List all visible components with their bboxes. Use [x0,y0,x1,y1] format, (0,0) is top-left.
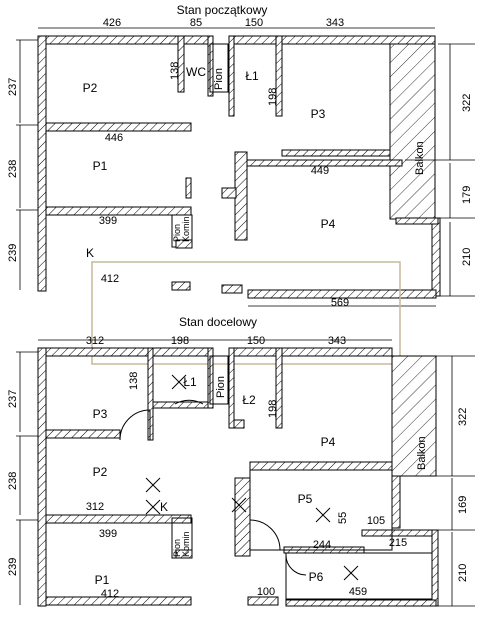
target-dim-239: 239 [7,558,19,576]
target-dim-237: 237 [7,390,19,408]
current-dim-238: 238 [7,160,19,178]
current-dim-237: 237 [7,78,19,96]
target-dim-312: 312 [86,501,104,513]
target-dim-412: 412 [101,588,119,600]
target-dim-138: 138 [128,372,140,390]
current-dim-322: 322 [461,94,473,112]
target-title: Stan docelowy [179,315,257,329]
target-room-p5: P5 [298,492,313,506]
current-room-k: K [86,246,94,260]
current-dim-85: 85 [190,17,202,29]
current-room-wc: WC [186,65,206,79]
current-room-p4: P4 [321,217,336,231]
target-dim-198: 198 [267,400,279,418]
current-dim-446: 446 [105,132,123,144]
target-room-p6: P6 [309,570,324,584]
target-dim-459: 459 [349,586,367,598]
current-room-p1: P1 [93,159,108,173]
target-room-p3: P3 [93,407,108,421]
target-dim-312-top: 312 [86,335,104,347]
target-dim-198-top: 198 [171,335,189,347]
target-dim-399: 399 [99,528,117,540]
current-dim-198: 198 [267,88,279,106]
current-room-l1: Ł1 [245,69,259,83]
current-dim-569: 569 [331,297,349,309]
current-dim-449: 449 [311,165,329,177]
target-dim-215: 215 [389,537,407,549]
current-dim-426: 426 [103,17,121,29]
target-dim-150: 150 [247,335,265,347]
current-dim-239: 239 [7,244,19,262]
current-room-balkon: Balkon [414,141,426,175]
target-dim-55: 55 [337,512,349,524]
current-room-pion-komin: PionKomin [172,216,191,242]
current-dim-179: 179 [461,186,473,204]
current-dim-343: 343 [326,17,344,29]
target-room-l2: Ł2 [242,393,256,407]
current-room-p3: P3 [311,107,326,121]
target-dim-322: 322 [457,408,469,426]
target-dim-238: 238 [7,472,19,490]
target-dim-210: 210 [457,564,469,582]
target-room-k: K [160,500,168,514]
current-dim-399: 399 [99,215,117,227]
target-room-pion: Pion [215,376,227,398]
target-dim-343: 343 [328,335,346,347]
current-dim-412: 412 [101,273,119,285]
target-dim-100: 100 [257,586,275,598]
current-room-p2: P2 [83,81,98,95]
current-dim-138: 138 [169,62,181,80]
current-room-pion: Pion [213,68,225,90]
selection-frame [91,261,401,365]
current-dim-150: 150 [245,17,263,29]
target-room-balkon: Balkon [416,436,428,470]
target-room-l1: Ł1 [183,375,197,389]
target-plan: Stan docelowy [7,315,475,607]
target-dim-105: 105 [367,515,385,527]
current-dim-210: 210 [461,248,473,266]
target-room-p1: P1 [95,573,110,587]
target-dim-169: 169 [457,496,469,514]
target-room-pion-komin: PionKomin [172,531,191,557]
target-room-p4: P4 [321,435,336,449]
target-dim-244: 244 [313,539,331,551]
target-room-p2: P2 [93,465,108,479]
current-title: Stan początkowy [177,3,268,17]
current-plan: Stan początkowy [7,3,475,309]
